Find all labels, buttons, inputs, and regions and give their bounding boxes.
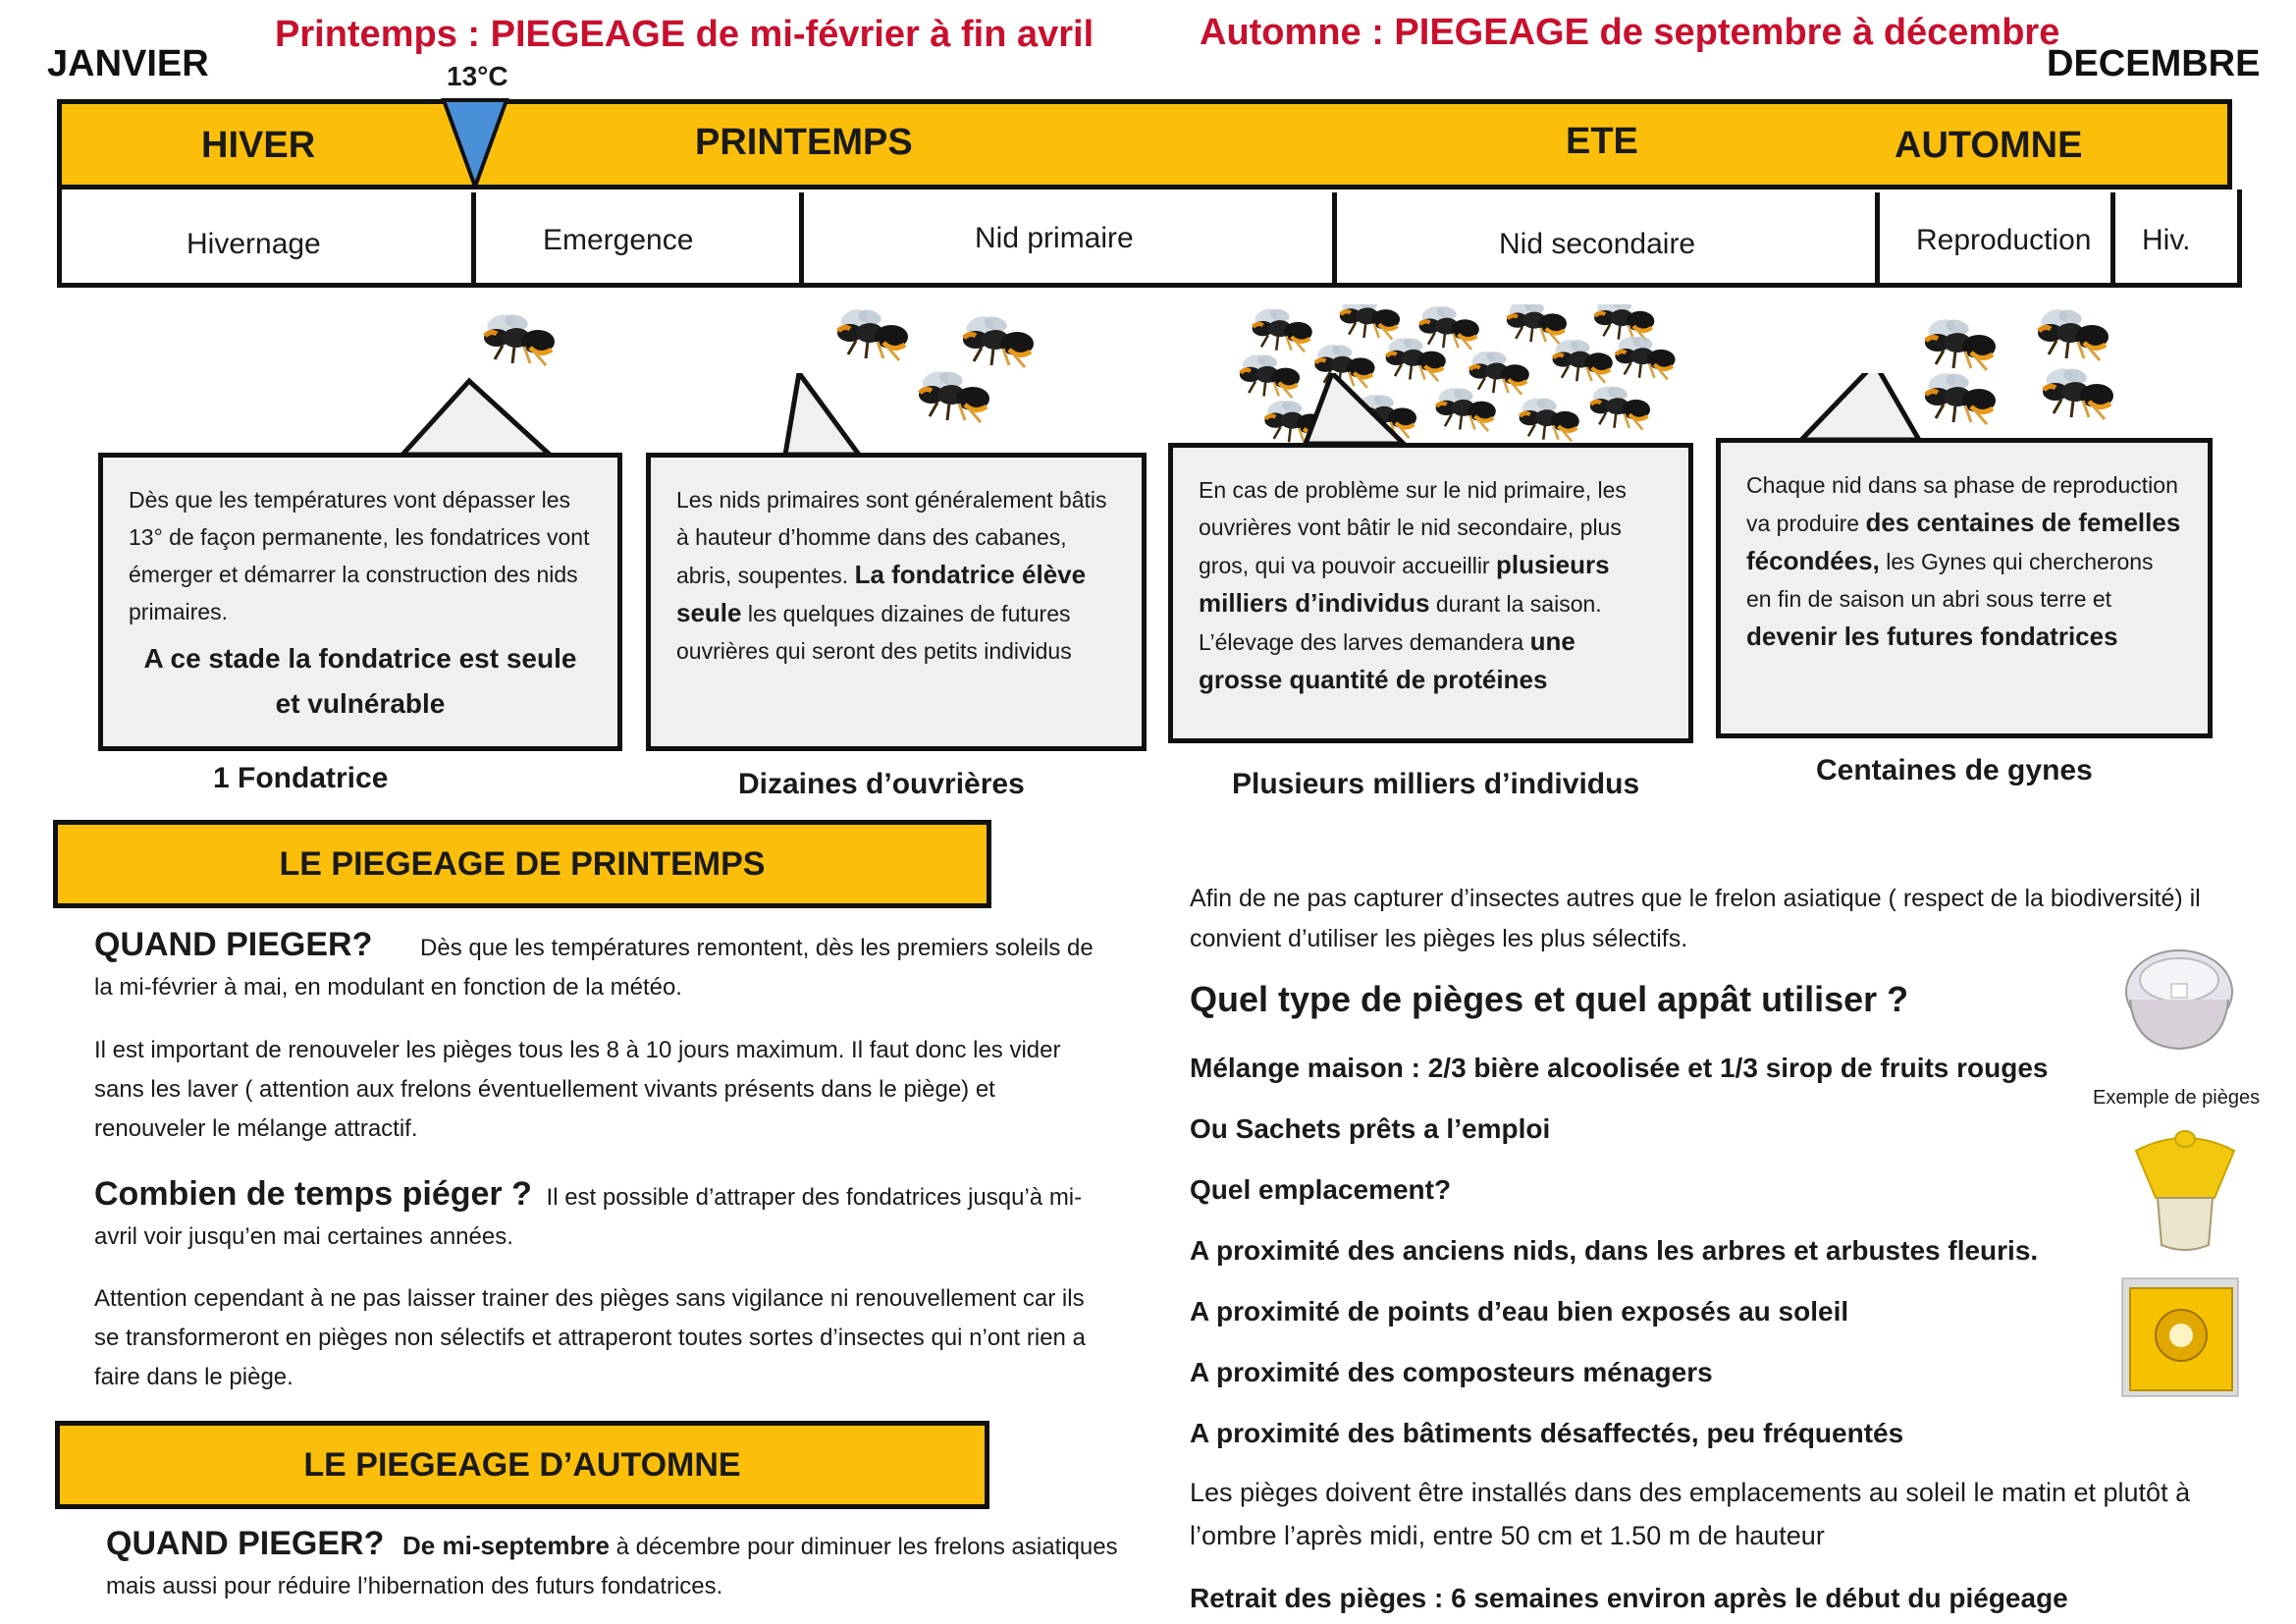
phase-divider bbox=[471, 192, 476, 288]
trap-yellow-bag-icon bbox=[2134, 1130, 2236, 1251]
autumn-when-paragraph: QUAND PIEGER? De mi-septembre à décembre… bbox=[106, 1524, 1156, 1606]
hornet-icon bbox=[1594, 304, 1654, 341]
month-start: JANVIER bbox=[47, 43, 209, 84]
homemade-mix: Mélange maison : 2/3 bière alcoolisée et… bbox=[1190, 1053, 2049, 1083]
location-question: Quel emplacement? bbox=[1190, 1174, 1452, 1205]
selective-intro: Afin de ne pas capturer d’insectes autre… bbox=[1190, 885, 2201, 952]
phase-divider bbox=[1332, 192, 1337, 288]
autumn-when-question: QUAND PIEGER? bbox=[106, 1525, 385, 1562]
location-nests: A proximité des anciens nids, dans les a… bbox=[1190, 1235, 2039, 1266]
callout-highlight: La fondatrice élève seule bbox=[676, 560, 1087, 627]
callout-text: les quelques dizaines de futures ouvrièr… bbox=[676, 601, 1072, 664]
callout-text: Chaque nid dans sa phase de reproduction… bbox=[1746, 472, 2178, 536]
callout-box-reproduction: Chaque nid dans sa phase de reproduction… bbox=[1716, 438, 2213, 738]
phase-reproduction: Reproduction bbox=[1916, 224, 2092, 256]
hornet-icon bbox=[484, 311, 555, 365]
season-automne: AUTOMNE bbox=[1895, 125, 2083, 166]
trap-yellow-box-icon bbox=[2121, 1277, 2239, 1397]
autumn-when-text: à décembre pour diminuer les frelons asi… bbox=[106, 1534, 1118, 1599]
autumn-section-bar: LE PIEGEAGE D’AUTOMNE bbox=[55, 1421, 989, 1509]
trap-caption: Exemple de pièges bbox=[2093, 1087, 2261, 1109]
phase-emergence: Emergence bbox=[543, 224, 694, 256]
caption-fondatrice: 1 Fondatrice bbox=[213, 762, 389, 794]
callout-box-emergence: Dès que les températures vont dépasser l… bbox=[98, 453, 622, 751]
hornet-icon bbox=[1419, 304, 1479, 350]
month-end: DECEMBRE bbox=[2047, 43, 2261, 84]
hornet-icon bbox=[1340, 304, 1400, 340]
season-bar bbox=[57, 99, 2232, 189]
spring-when-paragraph: QUAND PIEGER? Dès que les températures r… bbox=[94, 925, 1105, 1007]
phase-divider bbox=[1875, 192, 1880, 288]
temperature-label: 13°C bbox=[447, 61, 508, 91]
spring-warning-paragraph: Attention cependant à ne pas laisser tra… bbox=[94, 1285, 1086, 1390]
location-composters: A proximité des composteurs ménagers bbox=[1190, 1357, 1713, 1387]
phase-nid-secondaire: Nid secondaire bbox=[1499, 228, 1696, 260]
callout-text: durant la saison. L’élevage des larves d… bbox=[1199, 591, 1602, 655]
spring-duration-text: Il est possible d’attraper des fondatric… bbox=[94, 1184, 1083, 1250]
spring-section-bar: LE PIEGEAGE DE PRINTEMPS bbox=[53, 820, 991, 908]
spring-duration-question: Combien de temps piéger ? bbox=[94, 1175, 532, 1213]
temperature-marker-icon bbox=[441, 98, 509, 190]
hornet-icon bbox=[2038, 306, 2109, 360]
callout-text: Les nids primaires sont généralement bât… bbox=[676, 487, 1107, 588]
location-buildings: A proximité des bâtiments désaffectés, p… bbox=[1190, 1418, 1904, 1448]
hornet-icon bbox=[1925, 316, 1996, 370]
autumn-trapping-title: Automne : PIEGEAGE de septembre à décemb… bbox=[1200, 12, 2060, 53]
callout-highlight: A ce stade la fondatrice est seule et vu… bbox=[143, 643, 577, 719]
callout-box-nid-secondaire: En cas de problème sur le nid primaire, … bbox=[1168, 443, 1693, 743]
season-ete: ETE bbox=[1566, 121, 1638, 162]
hornet-icon bbox=[1507, 304, 1567, 344]
caption-individus: Plusieurs milliers d’individus bbox=[1232, 768, 1640, 800]
callout-text: Dès que les températures vont dépasser l… bbox=[129, 487, 590, 624]
callout-highlight: plusieurs milliers d’individus bbox=[1199, 550, 1610, 618]
phase-bar bbox=[57, 189, 2242, 288]
phase-nid-primaire: Nid primaire bbox=[975, 222, 1134, 254]
callout-highlight: des centaines de femelles fécondées, bbox=[1746, 508, 2181, 575]
phase-hiv: Hiv. bbox=[2142, 224, 2191, 256]
callout-highlight: devenir les futures fondatrices bbox=[1746, 622, 2118, 651]
caption-ouvrieres: Dizaines d’ouvrières bbox=[738, 768, 1025, 800]
phase-hivernage: Hivernage bbox=[187, 228, 321, 260]
phase-divider bbox=[2110, 192, 2115, 288]
hornet-icon bbox=[963, 313, 1034, 367]
spring-renew-paragraph: Il est important de renouveler les piège… bbox=[94, 1037, 1061, 1142]
callout-text: En cas de problème sur le nid primaire, … bbox=[1199, 477, 1627, 578]
trap-removal: Retrait des pièges : 6 semaines environ … bbox=[1190, 1583, 2068, 1613]
season-hiver: HIVER bbox=[201, 125, 316, 166]
callout-highlight: une grosse quantité de protéines bbox=[1199, 626, 1575, 694]
ready-sachets: Ou Sachets prêts a l’emploi bbox=[1190, 1113, 1551, 1144]
spring-trapping-title: Printemps : PIEGEAGE de mi-février à fin… bbox=[275, 14, 1095, 55]
placement-paragraph: Les pièges doivent être installés dans d… bbox=[1190, 1478, 2191, 1550]
caption-gynes: Centaines de gynes bbox=[1816, 754, 2093, 786]
trap-type-heading: Quel type de pièges et quel appât utilis… bbox=[1190, 979, 1909, 1019]
location-water: A proximité de points d’eau bien exposés… bbox=[1190, 1296, 1849, 1326]
trap-clear-icon bbox=[2125, 949, 2233, 1051]
autumn-when-bold: De mi-septembre bbox=[402, 1531, 610, 1560]
spring-when-question: QUAND PIEGER? bbox=[94, 926, 373, 963]
callout-pointers bbox=[397, 373, 1924, 458]
callout-text: les Gynes qui chercherons en fin de sais… bbox=[1746, 549, 2154, 612]
callout-box-nid-primaire: Les nids primaires sont généralement bât… bbox=[646, 453, 1147, 751]
hornet-icon bbox=[837, 306, 908, 360]
hornet-icon bbox=[1253, 305, 1312, 352]
spring-when-text: Dès que les températures remontent, dès … bbox=[94, 935, 1094, 1001]
spring-duration-paragraph: Combien de temps piéger ? Il est possibl… bbox=[94, 1174, 1105, 1257]
season-printemps: PRINTEMPS bbox=[695, 122, 913, 163]
phase-divider bbox=[799, 192, 804, 288]
